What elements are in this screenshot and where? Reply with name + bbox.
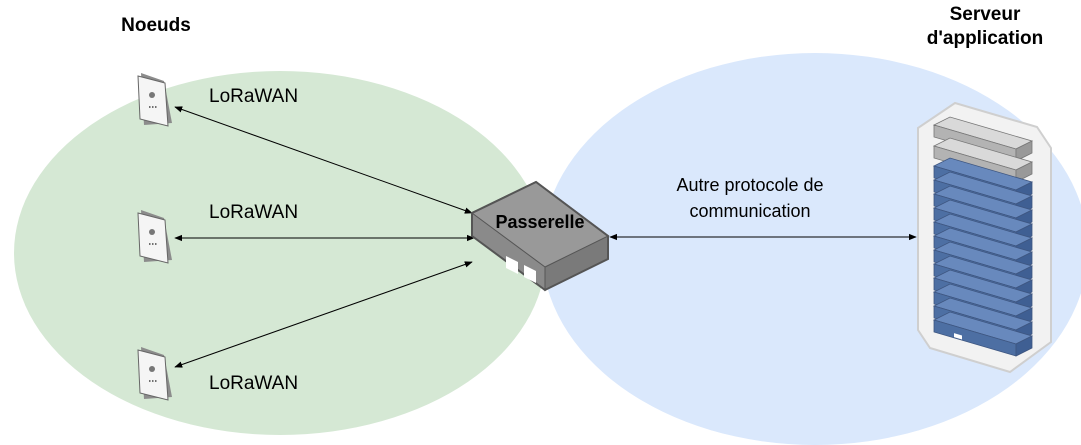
- server-title-line1: Serveur: [949, 4, 1021, 25]
- gateway-server-protocol-line2: communication: [689, 201, 811, 221]
- gateway-server-protocol-label: Autre protocole de communication: [640, 172, 860, 224]
- server-rack-icon: [917, 101, 1052, 374]
- node-device-icon-2: [137, 210, 172, 264]
- link-node3-gateway: [174, 261, 473, 368]
- server-title: Serveur d'application: [910, 3, 1060, 51]
- gateway-icon: [470, 180, 610, 292]
- node1-protocol-label: LoRaWAN: [209, 86, 299, 107]
- node-device-icon-1: [137, 73, 172, 127]
- node3-protocol-label: LoRaWAN: [209, 373, 299, 394]
- gateway-server-protocol-line1: Autre protocole de: [676, 175, 824, 195]
- nodes-title: Noeuds: [121, 15, 191, 36]
- node-device-icon-3: [137, 347, 172, 401]
- server-title-line2: d'application: [926, 28, 1044, 49]
- link-node1-gateway: [174, 106, 473, 214]
- node2-protocol-label: LoRaWAN: [209, 202, 299, 223]
- gateway-label: Passerelle: [495, 212, 585, 232]
